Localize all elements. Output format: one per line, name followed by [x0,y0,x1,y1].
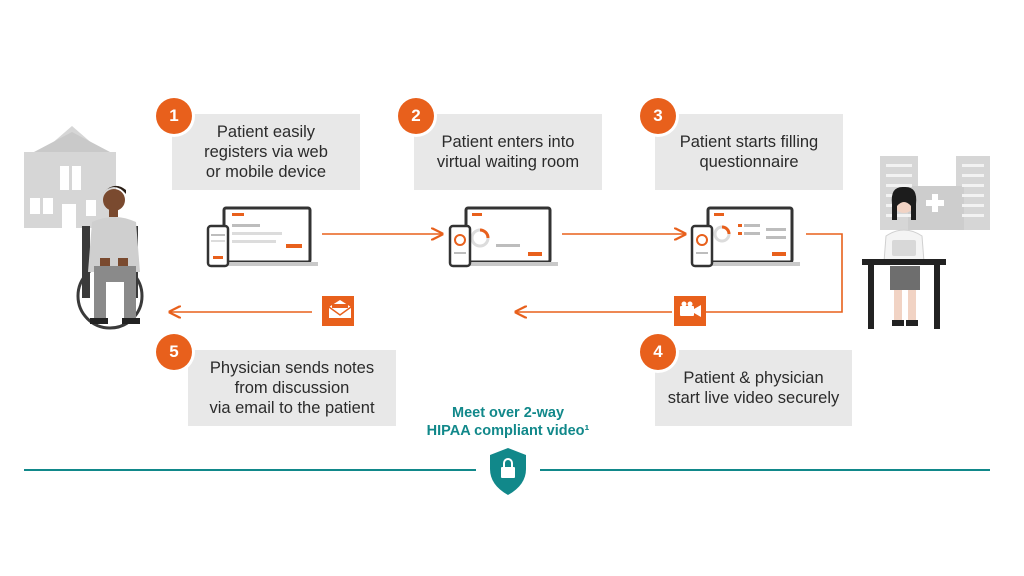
step-3-box: Patient starts filling questionnaire [655,114,843,190]
registration-devices-icon [206,206,318,268]
step-4-box: Patient & physician start live video sec… [655,350,852,426]
house-icon [24,126,116,228]
step-2-box: Patient enters into virtual waiting room [414,114,602,190]
hipaa-security-note: Meet over 2-way HIPAA compliant video¹ [426,405,590,439]
step-4-text: Patient & physician start live video sec… [667,369,840,407]
step-1-text: Patient easily registers via web or mobi… [204,123,328,181]
step-1-box: Patient easily registers via web or mobi… [172,114,360,190]
arrow-step3-to-step4 [706,233,843,313]
physician-desk-icon [862,186,946,329]
step-1-badge: 1 [156,98,192,134]
step-5-badge: 5 [156,334,192,370]
step-2-badge: 2 [398,98,434,134]
step-3-badge: 3 [640,98,676,134]
shield-lock-icon [490,448,526,495]
email-icon [322,296,354,326]
questionnaire-devices-icon [690,206,800,268]
patient-wheelchair-icon [76,185,144,330]
step-5-text: Physician sends notes from discussion vi… [209,359,375,417]
step-4-badge: 4 [640,334,676,370]
waiting-room-devices-icon [448,206,558,268]
flow-arrows [170,233,843,313]
video-camera-icon [674,296,706,326]
step-5-box: Physician sends notes from discussion vi… [188,350,396,426]
step-2-text: Patient enters into virtual waiting room [436,133,580,171]
step-3-text: Patient starts filling questionnaire [679,133,819,171]
